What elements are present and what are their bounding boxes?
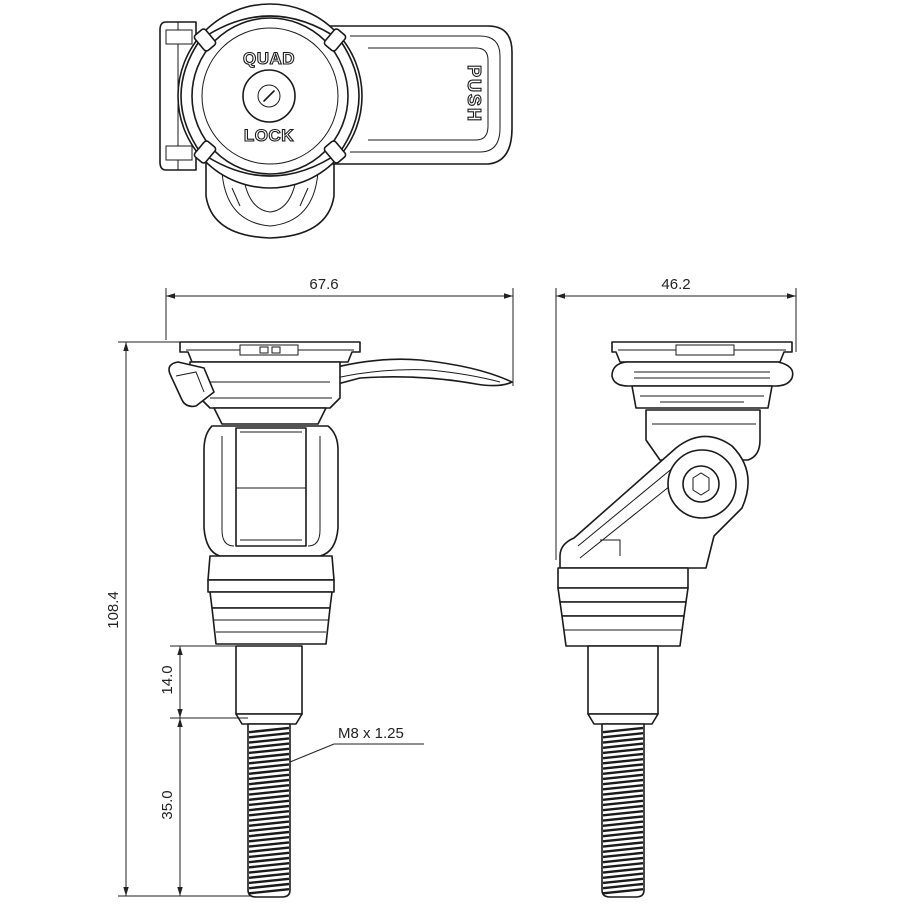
- thread-line: [248, 830, 290, 838]
- thread-line: [602, 758, 644, 765]
- thread-line: [248, 856, 290, 864]
- dim-total-width: 67.6: [309, 276, 338, 293]
- thread-line: [602, 810, 644, 817]
- thread-line: [248, 732, 290, 739]
- thread-line: [602, 856, 644, 864]
- thread-line: [602, 732, 644, 739]
- thread-line: [248, 737, 290, 744]
- thread-spec-label: M8 x 1.25: [338, 725, 404, 742]
- thread-line: [248, 784, 290, 791]
- thread-line: [602, 799, 644, 807]
- dim-thread-length: 35.0: [159, 790, 176, 819]
- thread-line: [602, 851, 644, 859]
- thread-line: [248, 773, 290, 781]
- thread-line: [602, 742, 644, 749]
- thread-line: [248, 882, 290, 890]
- dim-shank-length: 14.0: [159, 665, 176, 694]
- thread-line: [248, 820, 290, 827]
- thread-line: [248, 877, 290, 885]
- thread-line: [602, 737, 644, 744]
- thread-line: [602, 830, 644, 838]
- thread-line: [602, 778, 644, 786]
- thread-line: [248, 841, 290, 848]
- thread-line: [602, 789, 644, 796]
- thread-line: [248, 872, 290, 879]
- thread-line: [248, 758, 290, 765]
- top-view: PUSH QUAD LOCK: [159, 3, 513, 239]
- thread-line: [602, 726, 644, 734]
- logo-line-1: QUAD: [243, 49, 295, 68]
- thread-line: [248, 888, 290, 895]
- thread-line: [248, 867, 290, 874]
- thread-line: [248, 763, 290, 770]
- thread-line: [602, 836, 644, 843]
- thread-line: [248, 846, 290, 853]
- thread-line: [248, 810, 290, 817]
- thread-line: [602, 784, 644, 791]
- thread-line: [602, 747, 644, 755]
- thread-line: [248, 851, 290, 859]
- lever-push-text: PUSH: [464, 65, 484, 123]
- thread-line: [248, 862, 290, 869]
- thread-line: [602, 752, 644, 760]
- thread-line: [248, 794, 290, 801]
- logo-line-2: LOCK: [244, 126, 294, 145]
- thread-line: [602, 794, 644, 801]
- thread-line: [602, 815, 644, 822]
- thread-line: [602, 882, 644, 890]
- thread-line: [248, 752, 290, 760]
- thread-line: [248, 804, 290, 812]
- dim-total-height: 108.4: [105, 591, 122, 629]
- thread-line: [248, 799, 290, 807]
- thread-line: [602, 841, 644, 848]
- dimensions: 67.6 46.2 108.4 14.0 35.0 M8 x 1.25: [105, 276, 797, 897]
- thread-line: [248, 742, 290, 749]
- thread-line: [248, 768, 290, 775]
- thread-line: [602, 804, 644, 812]
- dim-side-width: 46.2: [661, 276, 690, 293]
- thread-line: [602, 768, 644, 775]
- thread-line: [602, 877, 644, 885]
- thread-line: [602, 820, 644, 827]
- thread-line: [602, 867, 644, 874]
- thread-line: [248, 825, 290, 833]
- thread-line: [602, 763, 644, 770]
- thread-line: [248, 747, 290, 755]
- front-view: [168, 341, 513, 898]
- thread-line: [602, 846, 644, 853]
- thread-line: [248, 778, 290, 786]
- thread-line: [248, 815, 290, 822]
- thread-line: [602, 862, 644, 869]
- thread-line: [602, 872, 644, 879]
- thread-line: [248, 789, 290, 796]
- thread-line: [248, 726, 290, 734]
- side-view: [557, 341, 794, 898]
- thread-line: [602, 773, 644, 781]
- thread-line: [602, 888, 644, 895]
- thread-line: [602, 825, 644, 833]
- thread-line: [248, 836, 290, 843]
